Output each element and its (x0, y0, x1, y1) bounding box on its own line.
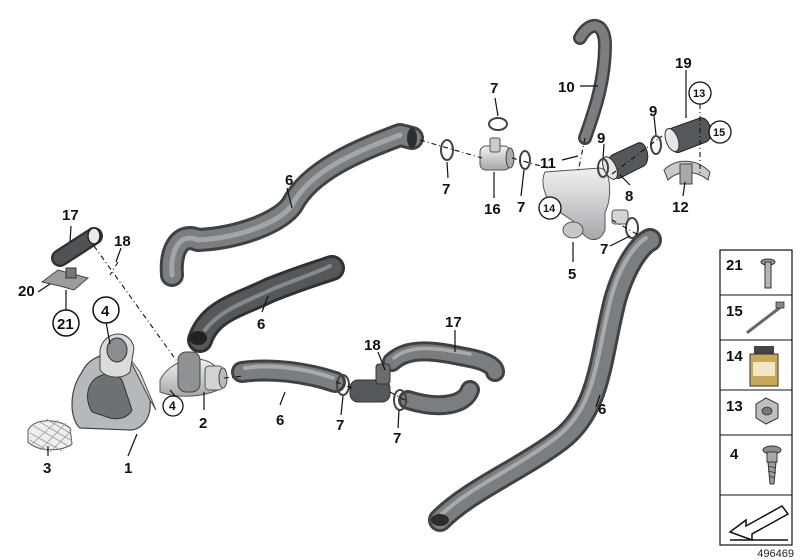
callout-13-ring (688, 81, 712, 105)
valve-5 (542, 167, 629, 240)
callout-6d: 6 (598, 401, 606, 418)
fitting-16 (479, 137, 515, 171)
callout-2: 2 (199, 415, 207, 432)
legend-num-14: 14 (726, 348, 743, 365)
hose-mid-left (187, 255, 345, 353)
callout-3: 3 (43, 460, 51, 477)
callout-14: 14 (543, 203, 556, 215)
callout-7e: 7 (336, 417, 344, 434)
callout-21-ring (52, 309, 80, 337)
callout-1: 1 (124, 460, 132, 477)
callout-6c: 6 (276, 412, 284, 429)
legend-num-4: 4 (730, 446, 739, 463)
callout-7d: 7 (600, 241, 608, 258)
legend-num-15: 15 (726, 303, 743, 320)
legend-num-13: 13 (726, 398, 743, 415)
callout-leaders (37, 70, 687, 457)
callout-7c: 7 (517, 199, 525, 216)
callout-7f: 7 (393, 430, 401, 447)
legend-panel: 21 15 14 13 4 (719, 249, 793, 546)
hose-17-lower (382, 341, 505, 382)
callout-4: 4 (101, 303, 110, 320)
callout-6a: 6 (285, 172, 293, 189)
callout-labels: 1 2 3 4 4 5 6 6 6 6 7 7 7 7 7 7 8 9 9 10… (18, 55, 732, 477)
hose-upper-left (159, 123, 424, 287)
callout-9b: 9 (649, 103, 657, 120)
callout-11: 11 (540, 155, 556, 172)
catalog-number: 496469 (757, 548, 794, 560)
dash-leaders (93, 104, 701, 403)
callout-15: 15 (713, 127, 725, 139)
intake-cap-4 (99, 333, 135, 378)
hose-17-small (51, 227, 103, 267)
callout-18b: 18 (364, 337, 381, 354)
callout-20: 20 (18, 283, 35, 300)
callout-14-ring (538, 196, 562, 220)
callout-4-ring (92, 296, 120, 324)
cable-tie-icon (746, 301, 785, 334)
callout-7b: 7 (442, 181, 450, 198)
intake-housing-1 (71, 352, 157, 431)
screw-icon (762, 445, 782, 485)
callout-10: 10 (558, 79, 575, 96)
hose-right-long (428, 228, 662, 532)
callout-13: 13 (693, 88, 705, 100)
hose-lower-center (231, 359, 346, 393)
callout-5: 5 (568, 266, 576, 283)
fitting-18-lower (349, 363, 391, 403)
callout-4b-ring (162, 395, 184, 417)
callout-6b: 6 (257, 316, 265, 333)
callout-7a: 7 (490, 80, 498, 97)
direction-arrow-icon (728, 505, 790, 542)
bracket-12 (663, 160, 711, 185)
callout-12: 12 (672, 199, 689, 216)
legend-num-21: 21 (726, 257, 743, 274)
hose-10 (573, 19, 612, 145)
hose-lower-bend (398, 380, 480, 416)
callout-19: 19 (675, 55, 692, 72)
adhesive-bottle-icon (749, 346, 779, 387)
callout-18a: 18 (114, 233, 131, 250)
callout-17a: 17 (62, 207, 79, 224)
fitting-2 (159, 351, 228, 397)
nut-icon (755, 397, 779, 425)
bracket-20 (40, 267, 90, 291)
filter-mesh-3 (27, 418, 73, 453)
callout-21: 21 (57, 316, 74, 333)
callout-15-ring (708, 120, 732, 144)
rivet-icon (760, 258, 776, 289)
callout-8: 8 (625, 188, 633, 205)
callout-17b: 17 (445, 314, 462, 331)
callout-4b: 4 (169, 399, 176, 413)
callout-16: 16 (484, 201, 501, 218)
filter-19 (664, 117, 712, 153)
callout-9a: 9 (597, 130, 605, 147)
